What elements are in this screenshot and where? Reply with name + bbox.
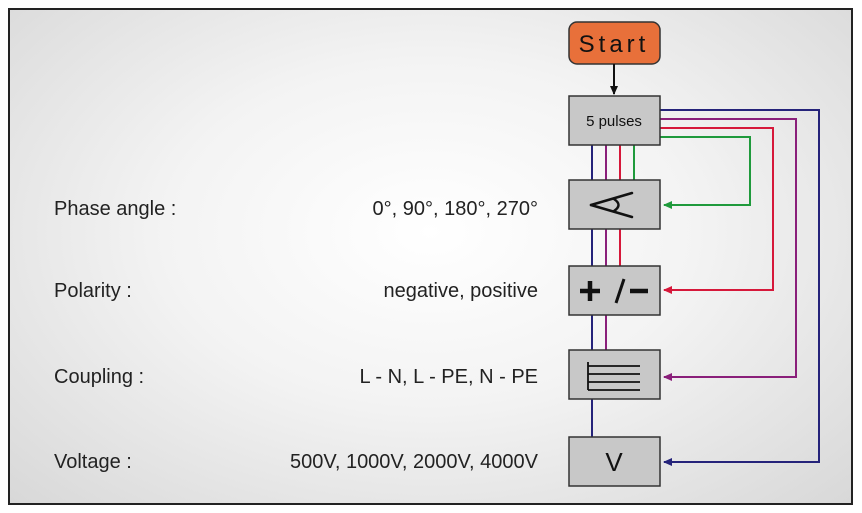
voltage-values: 500V, 1000V, 2000V, 4000V xyxy=(289,451,538,473)
plus-minus-icon xyxy=(580,278,648,304)
phase-angle-icon xyxy=(589,191,634,219)
start-label: Start xyxy=(579,31,650,58)
voltage-box xyxy=(568,436,661,487)
polarity-label: Polarity : xyxy=(54,280,132,302)
voltage-symbol: V xyxy=(605,447,623,477)
purple-feedback-line xyxy=(660,118,797,381)
green-feedback-line xyxy=(660,136,751,209)
phase-angle-box xyxy=(568,179,661,230)
red-feedback-line xyxy=(660,127,774,294)
diagram-panel xyxy=(8,8,853,505)
coupling-lines-icon xyxy=(587,362,640,391)
phase-angle-values: 0°, 90°, 180°, 270° xyxy=(372,198,538,220)
navy-feedback-line xyxy=(660,109,820,466)
pulses-label: 5 pulses xyxy=(586,113,642,130)
voltage-label: Voltage : xyxy=(54,451,132,473)
pulses-box xyxy=(568,95,661,146)
polarity-values: negative, positive xyxy=(383,280,538,302)
phase-angle-label: Phase angle : xyxy=(54,198,177,220)
coupling-label: Coupling : xyxy=(54,366,145,388)
coupling-values: L - N, L - PE, N - PE xyxy=(359,366,538,388)
